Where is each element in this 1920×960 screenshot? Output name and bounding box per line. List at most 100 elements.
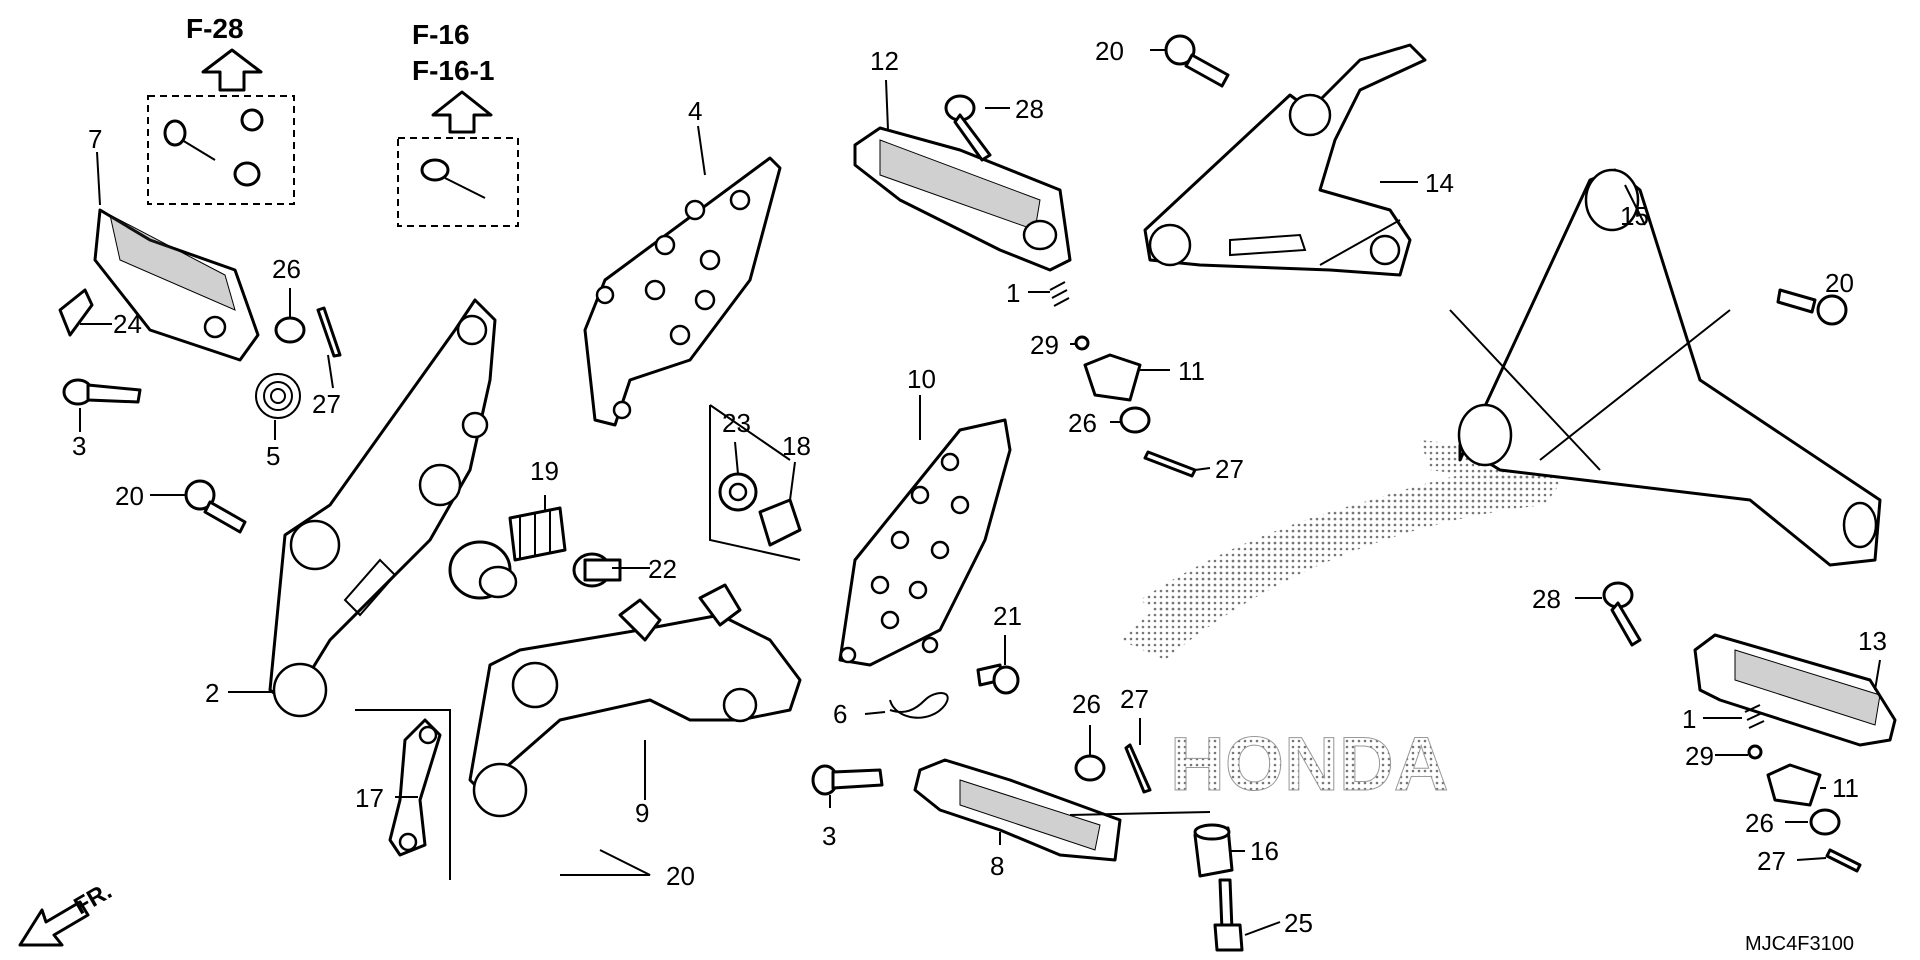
diagram-code: MJC4F3100 [1745,933,1854,955]
passenger-footpeg-8 [913,758,1122,862]
reference-box-f28: F-28 [147,13,295,205]
callout-20-upper: 20 [1095,36,1124,66]
passenger-footpeg-12 [853,126,1072,272]
callout-14: 14 [1425,168,1454,198]
washer-23 [718,472,758,512]
cotter-pin-27-center [1124,743,1152,794]
spring-1-upper [1049,281,1070,307]
callout-15: 15 [1620,201,1649,231]
honda-wing-watermark: HONDA [1120,440,1580,808]
callout-26-center: 26 [1072,689,1101,719]
callout-1-upper: 1 [1006,278,1020,308]
heel-guard-4 [583,156,782,427]
callout-27-center: 27 [1120,684,1149,714]
bolt-21 [976,663,1020,695]
cotter-pin-27-left [316,306,342,358]
callout-7: 7 [88,124,102,154]
spring-1-lower [1744,704,1765,729]
callout-26-upper: 26 [1068,408,1097,438]
rider-footpeg-left [93,208,260,362]
heel-guard-10 [838,418,1012,667]
bolt-20-right [1776,288,1848,326]
callout-28-lower: 28 [1532,584,1561,614]
pin-28-lower [1602,581,1642,647]
collar-16 [1193,823,1234,878]
rubber-bush-19 [508,506,567,562]
callout-18: 18 [782,431,811,461]
bolt-24 [58,288,94,337]
cotter-pin-27-upper [1143,450,1197,478]
collar-18 [758,498,802,547]
callout-4: 4 [688,96,702,126]
callout-labels: 7 24 3 26 27 5 20 2 17 4 19 23 18 22 9 2… [72,36,1887,938]
up-arrow-f16 [431,90,493,134]
plate-11-upper [1083,353,1142,402]
callout-6: 6 [833,699,847,729]
cotter-pin-27-lower [1825,848,1862,873]
pin-3-center [811,764,884,796]
callout-21: 21 [993,601,1022,631]
callout-9: 9 [635,798,649,828]
callout-8: 8 [990,851,1004,881]
ref-label-f28: F-28 [186,13,244,44]
callout-26-lower: 26 [1745,808,1774,838]
callout-27-left: 27 [312,389,341,419]
callout-11-upper: 11 [1178,356,1205,386]
callout-25: 25 [1284,908,1313,938]
callout-1-lower: 1 [1682,704,1696,734]
spring-6 [889,692,949,719]
callout-22: 22 [648,554,677,584]
callout-27-lower: 27 [1757,846,1786,876]
collar-hub [448,540,518,600]
bolt-25 [1213,878,1244,952]
washer-26-lower [1809,808,1841,836]
up-arrow-f28 [201,48,263,92]
washer-26-upper [1119,406,1151,434]
callout-29-upper: 29 [1030,330,1059,360]
washer-26-center [1074,754,1106,782]
bolt-in-ref-f16 [420,158,486,199]
callout-20-right: 20 [1825,268,1854,298]
callout-3-left: 3 [72,431,86,461]
callout-5: 5 [266,441,280,471]
front-direction-marker: FR. [18,877,116,947]
callout-27-upper: 27 [1215,454,1244,484]
ball-29-upper [1074,335,1090,351]
honda-watermark-text: HONDA [1170,722,1449,807]
callout-20-center: 20 [666,861,695,891]
bracket-14 [1143,43,1427,277]
pin-28-upper [944,94,992,162]
passenger-step-holder-9 [468,583,802,818]
ball-29-lower [1747,744,1763,760]
callout-19: 19 [530,456,559,486]
spring-5 [255,373,301,419]
callout-11-lower: 11 [1832,773,1859,803]
callout-23: 23 [722,408,751,438]
callout-3-center: 3 [822,821,836,851]
washer-26-left [274,316,306,344]
callout-12: 12 [870,46,899,76]
bracket-15 [1457,168,1882,567]
stay-plate-17 [388,718,442,857]
plate-11-lower [1766,763,1822,807]
bolt-20-left [184,479,247,534]
callout-16: 16 [1250,836,1279,866]
callout-17: 17 [355,783,384,813]
passenger-footpeg-13 [1693,633,1897,747]
callout-26-left: 26 [272,254,301,284]
collar-22 [572,552,622,588]
callout-10: 10 [907,364,936,394]
callout-13: 13 [1858,626,1887,656]
callout-29-lower: 29 [1685,741,1714,771]
pin-3-left [62,378,142,406]
front-arrow-icon [18,900,90,947]
ref-label-f16: F-16 [412,19,470,50]
callout-24: 24 [113,309,142,339]
bolt-20-upper [1164,34,1230,88]
leader-lines [79,49,1881,936]
callout-20-left: 20 [115,481,144,511]
rider-step-holder [268,298,497,718]
bolt-in-ref-f28 [163,108,264,187]
